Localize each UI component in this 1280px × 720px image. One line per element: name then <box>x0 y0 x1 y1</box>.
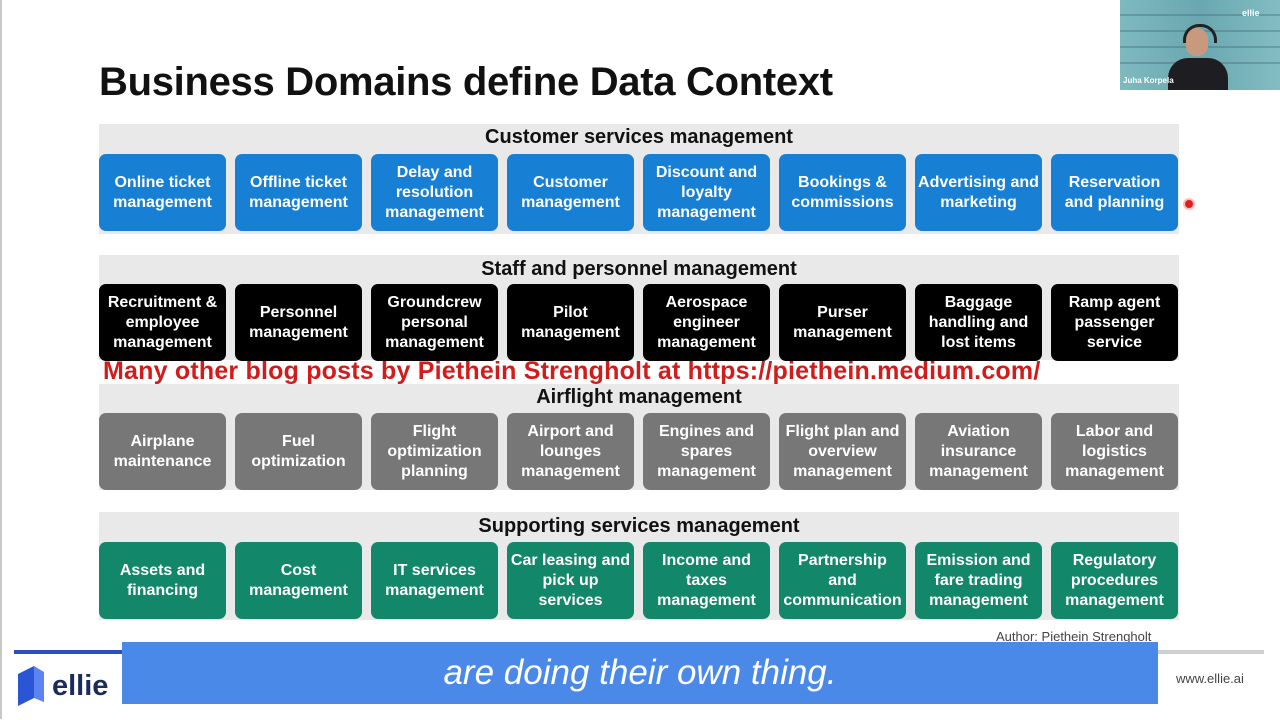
footer-accent-bar <box>14 650 124 654</box>
domain-tile: Aviation insurance management <box>915 413 1042 490</box>
video-logo-text: ellie <box>1242 8 1260 18</box>
domain-tile: Baggage handling and lost items <box>915 284 1042 361</box>
domain-tile: Partnership and communication <box>779 542 906 619</box>
domain-tile: Income and taxes management <box>643 542 770 619</box>
website-url: www.ellie.ai <box>1176 671 1244 686</box>
subtitle-caption: are doing their own thing. <box>122 642 1158 704</box>
domain-tile: Advertising and marketing <box>915 154 1042 231</box>
domain-tile: Discount and loyalty management <box>643 154 770 231</box>
domain-tile: Engines and spares management <box>643 413 770 490</box>
presenter-body <box>1168 58 1228 90</box>
domain-tile: Airport and lounges management <box>507 413 634 490</box>
headset-icon <box>1183 24 1217 43</box>
domain-tile: Online ticket management <box>99 154 226 231</box>
section-title: Customer services management <box>485 126 793 148</box>
domain-tile: Emission and fare trading management <box>915 542 1042 619</box>
domain-tile: Recruitment & employee management <box>99 284 226 361</box>
section-title: Supporting services management <box>478 515 800 537</box>
domain-tile: IT services management <box>371 542 498 619</box>
logo-text: ellie <box>52 669 109 702</box>
domain-tile: Personnel management <box>235 284 362 361</box>
ellie-logo: ellie <box>16 664 108 708</box>
domain-tile: Cost management <box>235 542 362 619</box>
section-title: Staff and personnel management <box>481 258 797 280</box>
domain-tile: Delay and resolution management <box>371 154 498 231</box>
domain-tile: Assets and financing <box>99 542 226 619</box>
domain-tile: Purser management <box>779 284 906 361</box>
domain-tile: Pilot management <box>507 284 634 361</box>
laser-pointer-icon <box>1185 200 1193 208</box>
domain-tile: Car leasing and pick up services <box>507 542 634 619</box>
domain-tile: Labor and logistics management <box>1051 413 1178 490</box>
domain-tile: Offline ticket management <box>235 154 362 231</box>
domain-tile: Regulatory procedures management <box>1051 542 1178 619</box>
domain-tile: Fuel optimization <box>235 413 362 490</box>
domain-tile: Customer management <box>507 154 634 231</box>
slide-title: Business Domains define Data Context <box>99 60 833 104</box>
wood-plank <box>1120 14 1280 16</box>
section-title: Airflight management <box>536 386 742 408</box>
ellie-logo-icon <box>18 666 44 706</box>
caption-text: are doing their own thing. <box>443 653 837 692</box>
domain-tile: Flight optimization planning <box>371 413 498 490</box>
domain-tile: Aerospace engineer management <box>643 284 770 361</box>
blog-overlay-note: Many other blog posts by Piethein Streng… <box>103 357 1041 385</box>
domain-tile: Ramp agent passenger service <box>1051 284 1178 361</box>
domain-tile: Airplane maintenance <box>99 413 226 490</box>
domain-tile: Groundcrew personal management <box>371 284 498 361</box>
domain-tile: Bookings & commissions <box>779 154 906 231</box>
participant-name: Juha Korpela <box>1123 76 1174 85</box>
webcam-thumbnail[interactable]: ellie Juha Korpela <box>1120 0 1280 90</box>
domain-tile: Flight plan and overview management <box>779 413 906 490</box>
domain-tile: Reservation and planning <box>1051 154 1178 231</box>
slide-author: Author: Piethein Strengholt <box>996 629 1152 644</box>
